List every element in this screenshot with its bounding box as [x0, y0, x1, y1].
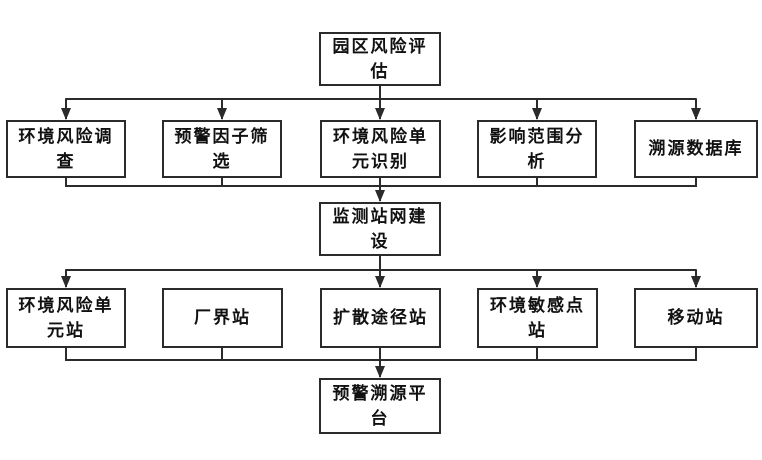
node-env-risk-unit-station: 环境风险单 元站 — [6, 288, 126, 348]
node-env-risk-unit-identification: 环境风险单 元识别 — [320, 120, 441, 178]
arrow-into-diffusion-path-station — [375, 276, 385, 288]
node-diffusion-path-station: 扩散途径站 — [320, 288, 441, 348]
node-env-risk-survey: 环境风险调 查 — [6, 120, 126, 178]
node-factory-boundary-station: 厂界站 — [162, 288, 283, 348]
arrow-into-env-risk-survey — [61, 108, 71, 120]
node-env-sensitive-point-station: 环境敏感点 站 — [477, 288, 598, 348]
arrow-into-warning-factor-screening — [217, 108, 227, 120]
node-mobile-station: 移动站 — [634, 288, 758, 348]
arrow-into-mobile-station — [691, 276, 701, 288]
node-warning-traceability-platform: 预警溯源平 台 — [319, 378, 441, 434]
node-impact-scope-analysis: 影响范围分 析 — [477, 120, 597, 178]
connector-top-fanout — [65, 85, 697, 119]
node-warning-factor-screening: 预警因子筛 选 — [162, 120, 282, 178]
arrow-into-env-sensitive-point-station — [532, 276, 542, 288]
arrow-into-traceability-database — [691, 108, 701, 120]
arrow-into-env-risk-unit-identification — [375, 108, 385, 120]
connector-row3-collector — [65, 347, 697, 377]
node-monitoring-network-construction: 监测站网建 设 — [319, 202, 441, 256]
node-traceability-database: 溯源数据库 — [634, 120, 758, 178]
arrow-into-warning-traceability-platform — [375, 366, 385, 378]
arrow-into-env-risk-unit-station — [61, 276, 71, 288]
node-park-risk-assessment: 园区风险评 估 — [319, 32, 441, 86]
arrow-into-monitoring-network-construction — [375, 190, 385, 202]
connector-row2-collector — [65, 177, 697, 201]
arrow-into-impact-scope-analysis — [532, 108, 542, 120]
